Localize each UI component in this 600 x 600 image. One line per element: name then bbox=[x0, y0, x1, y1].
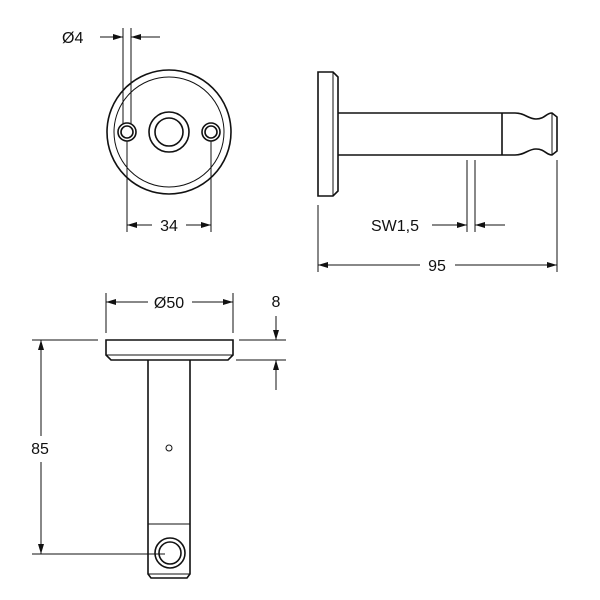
dimension-wrench-size: SW1,5 bbox=[371, 160, 505, 235]
wrench-size-label: SW1,5 bbox=[371, 218, 419, 235]
dimension-total-length: 95 bbox=[317, 160, 558, 275]
dimension-hole-spacing: 34 bbox=[126, 141, 212, 235]
side-view bbox=[317, 71, 558, 197]
dimension-height: 85 bbox=[31, 339, 165, 555]
flange-top bbox=[105, 339, 234, 361]
hole-diameter-label: Ø4 bbox=[62, 30, 83, 47]
set-screw-hole bbox=[165, 444, 173, 452]
flange-side bbox=[317, 71, 339, 197]
front-view bbox=[106, 69, 232, 195]
hook-tip bbox=[502, 112, 558, 156]
total-length-label: 95 bbox=[428, 258, 446, 275]
flange-diameter-label: Ø50 bbox=[154, 295, 184, 312]
flange-thickness-label: 8 bbox=[272, 294, 281, 311]
tip-hole-outer bbox=[154, 537, 186, 569]
top-view bbox=[105, 339, 234, 579]
rod-top bbox=[147, 360, 191, 579]
center-ring-inner bbox=[154, 117, 184, 147]
rod-side bbox=[338, 112, 503, 156]
center-ring-outer bbox=[148, 111, 190, 153]
height-label: 85 bbox=[31, 441, 49, 458]
screw-hole-right-inner bbox=[204, 125, 218, 139]
flange-outer-circle bbox=[106, 69, 232, 195]
screw-hole-left-inner bbox=[120, 125, 134, 139]
dimension-hole-diameter: Ø4 bbox=[62, 28, 160, 124]
hole-spacing-label: 34 bbox=[160, 218, 178, 235]
flange-chamfer-circle bbox=[113, 76, 225, 188]
tip-hole-inner bbox=[158, 541, 182, 565]
dimension-flange-diameter: Ø50 bbox=[105, 293, 234, 333]
dimension-flange-thickness: 8 bbox=[236, 294, 286, 390]
